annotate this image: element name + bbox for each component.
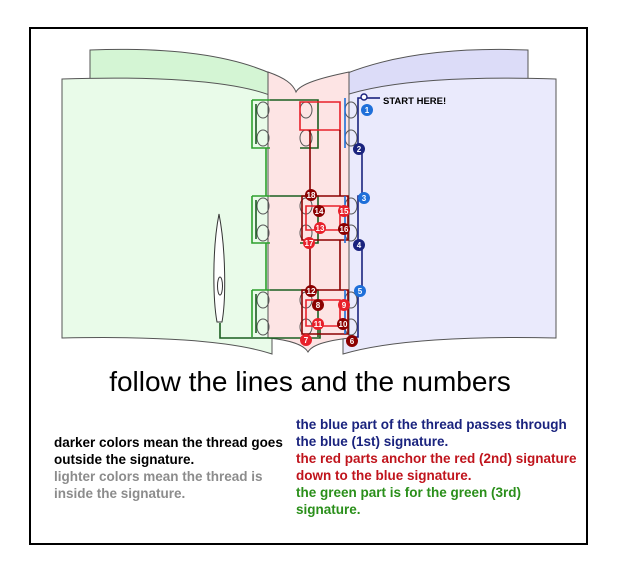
step-marker-14: 14: [313, 205, 325, 217]
svg-text:2: 2: [357, 145, 362, 154]
svg-text:1: 1: [365, 106, 370, 115]
red-signature-note: the red parts anchor the red (2nd) signa…: [296, 451, 577, 483]
step-marker-3: 3: [358, 192, 370, 204]
svg-text:4: 4: [357, 241, 362, 250]
start-knot-icon: [360, 93, 368, 101]
blue-thread: [344, 97, 380, 338]
step-marker-18: 18: [305, 189, 317, 201]
svg-text:6: 6: [350, 337, 355, 346]
step-marker-12: 12: [305, 285, 317, 297]
step-markers: 1 2 3 4 5 6 7 8 9 10 11 12 13 14 15 16 1…: [300, 104, 373, 347]
blue-signature-front-page: [342, 77, 557, 355]
svg-text:10: 10: [339, 320, 348, 329]
green-signature-note: the green part is for the green (3rd) si…: [296, 485, 522, 517]
needle-icon: [213, 213, 226, 323]
step-marker-13: 13: [314, 222, 326, 234]
svg-text:13: 13: [316, 224, 325, 233]
blue-signature-note: the blue part of the thread passes throu…: [296, 417, 567, 449]
svg-text:14: 14: [315, 207, 324, 216]
step-marker-15: 15: [338, 205, 350, 217]
dark-color-note: darker colors mean the thread goes outsi…: [54, 435, 283, 467]
step-marker-9: 9: [338, 299, 350, 311]
step-marker-7: 7: [300, 334, 312, 346]
diagram-caption: follow the lines and the numbers: [109, 366, 511, 397]
step-marker-1: 1: [361, 104, 373, 116]
step-marker-16: 16: [338, 223, 350, 235]
step-marker-6: 6: [346, 335, 358, 347]
svg-text:18: 18: [307, 191, 316, 200]
red-signature-spine: [267, 71, 350, 354]
svg-text:9: 9: [342, 301, 347, 310]
step-marker-17: 17: [303, 237, 315, 249]
step-marker-8: 8: [312, 299, 324, 311]
green-signature-front-page: [61, 77, 273, 355]
step-marker-10: 10: [337, 318, 349, 330]
step-marker-11: 11: [312, 318, 324, 330]
start-label: START HERE!: [383, 96, 446, 107]
signature-notes: the blue part of the thread passes throu…: [296, 416, 586, 518]
svg-text:7: 7: [304, 336, 309, 345]
svg-text:16: 16: [340, 225, 349, 234]
step-marker-4: 4: [353, 239, 365, 251]
color-legend-notes: darker colors mean the thread goes outsi…: [54, 434, 294, 502]
svg-text:11: 11: [314, 320, 323, 329]
svg-text:12: 12: [307, 287, 316, 296]
svg-text:17: 17: [305, 239, 314, 248]
step-marker-5: 5: [354, 285, 366, 297]
svg-text:8: 8: [316, 301, 321, 310]
light-color-note: lighter colors mean the thread is inside…: [54, 469, 263, 501]
svg-text:3: 3: [362, 194, 367, 203]
step-marker-2: 2: [353, 143, 365, 155]
svg-text:15: 15: [340, 207, 349, 216]
svg-text:5: 5: [358, 287, 363, 296]
